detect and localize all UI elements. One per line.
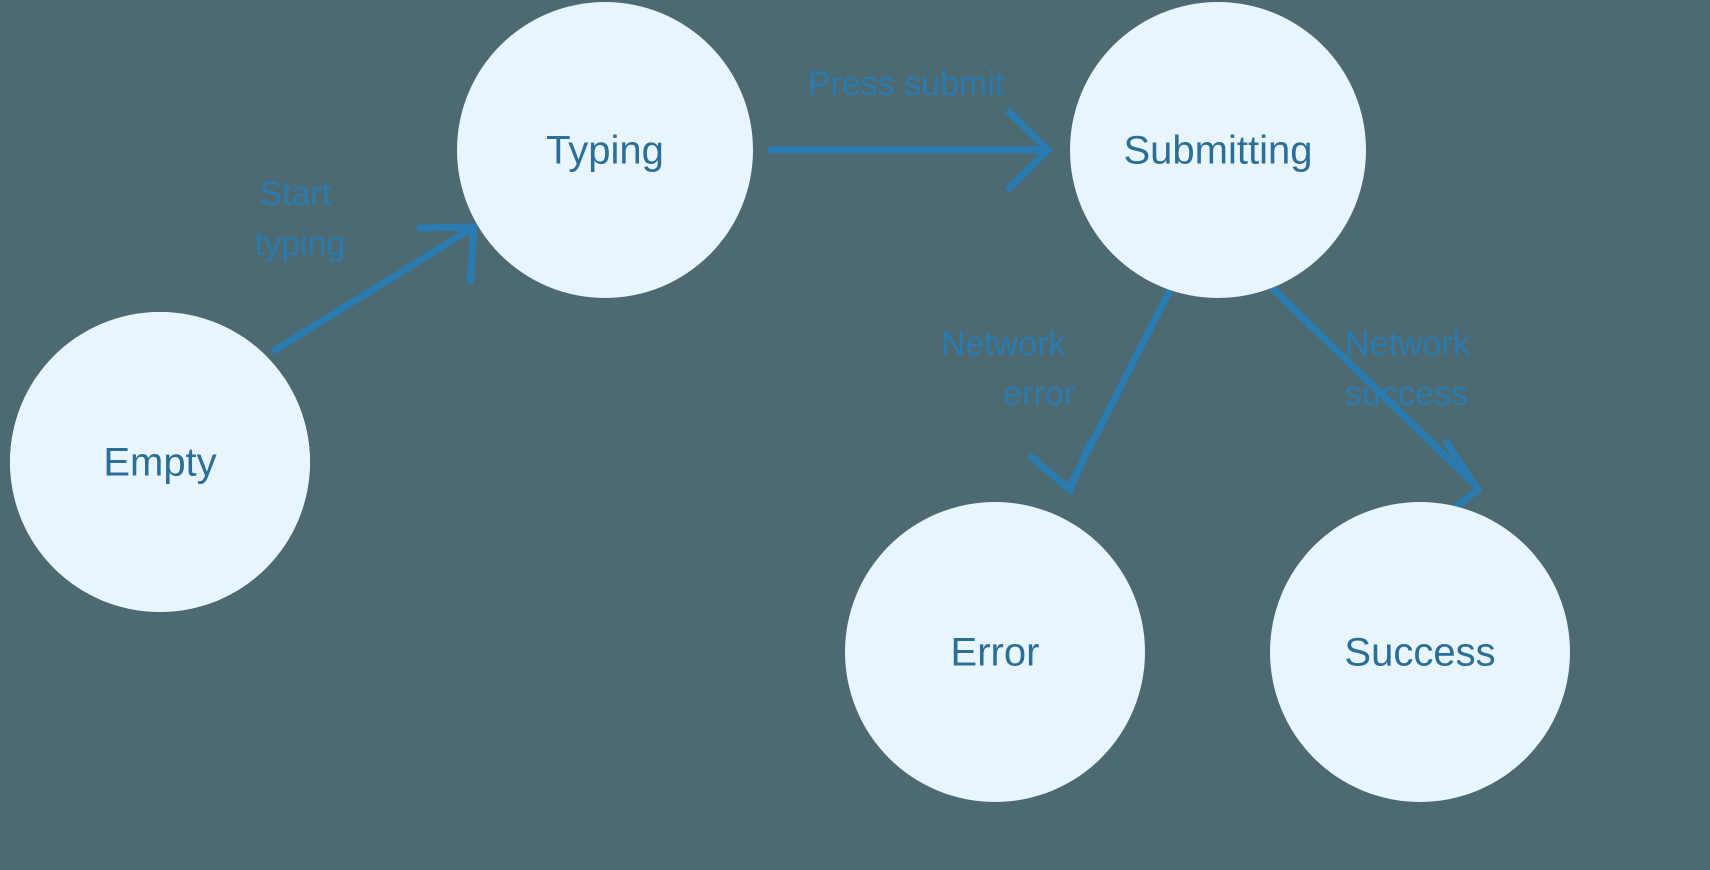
arrowhead-icon: [1026, 439, 1095, 496]
state-circle: [457, 2, 753, 298]
transition-label-start-typing: Start typing: [255, 175, 346, 263]
transition-empty-to-typing[interactable]: Start typing: [255, 175, 478, 355]
state-circle: [1070, 2, 1366, 298]
transition-submitting-to-success[interactable]: Network success: [1269, 285, 1483, 531]
transition-label-line: Network: [1345, 325, 1471, 363]
state-label-error: Error: [951, 631, 1040, 675]
transition-label-line: Start: [259, 175, 331, 213]
arrowhead-icon: [1004, 107, 1054, 193]
state-label-typing: Typing: [546, 129, 664, 173]
transition-label-network-error: Network error: [941, 325, 1075, 413]
state-label-empty: Empty: [103, 441, 216, 485]
state-node-submitting[interactable]: Submitting: [1070, 2, 1366, 298]
transition-line: [270, 227, 471, 355]
state-label-success: Success: [1344, 631, 1495, 675]
state-node-typing[interactable]: Typing: [457, 2, 753, 298]
state-circle: [1270, 502, 1570, 802]
state-circle-sync: [10, 312, 310, 612]
state-node-error[interactable]: Error: [845, 502, 1145, 802]
transition-label-line: Press submit: [808, 65, 1005, 103]
transition-label-line: typing: [255, 225, 346, 263]
transition-line: [1269, 285, 1477, 487]
states-layer: Empty Typing Submitting Error Success: [10, 2, 1570, 802]
transition-label-press-submit: Press submit: [808, 65, 1005, 103]
state-node-empty[interactable]: Empty: [10, 312, 310, 612]
transition-label-network-success: Network success: [1345, 325, 1479, 413]
state-circle: [845, 502, 1145, 802]
transition-typing-to-submitting[interactable]: Press submit: [768, 65, 1054, 193]
transition-label-line: success: [1345, 375, 1468, 413]
transition-label-line: Network: [941, 325, 1067, 363]
transition-submitting-to-error[interactable]: Network error: [941, 286, 1175, 496]
state-label-submitting: Submitting: [1124, 129, 1313, 173]
state-node-success[interactable]: Success: [1270, 502, 1570, 802]
transition-label-line: error: [1003, 375, 1075, 413]
arrowhead-icon: [416, 223, 478, 285]
